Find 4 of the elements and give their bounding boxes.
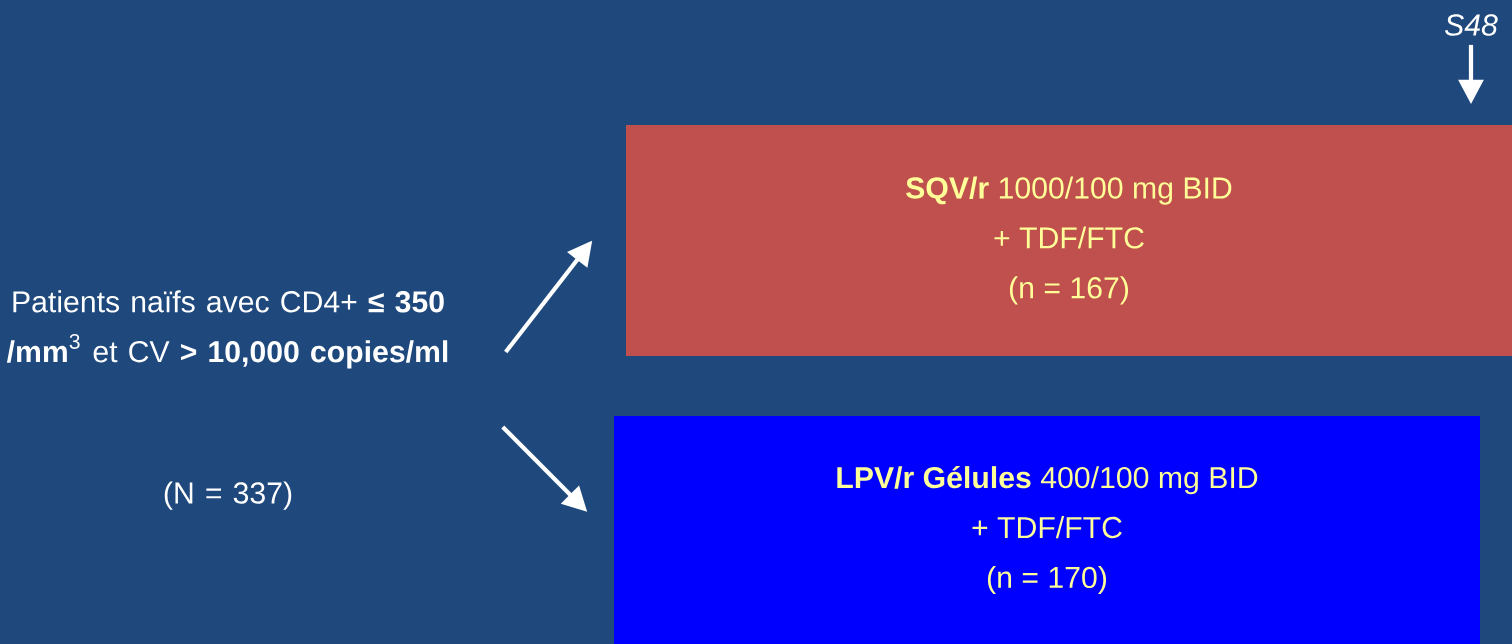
- treatment-arm-box: LPV/r Gélules 400/100 mg BID + TDF/FTC (n = 170): [614, 416, 1480, 644]
- timepoint-label: S48: [1445, 14, 1498, 36]
- patient-criteria-text: Patients naïfs avec CD4+ ≤ 350 /mm$^{3}$ et CV > 10,000 copies/ml (N = 337): [6, 290, 448, 510]
- treatment-arm-box: SQV/r 1000/100 mg BID + TDF/FTC (n = 167): [626, 125, 1512, 356]
